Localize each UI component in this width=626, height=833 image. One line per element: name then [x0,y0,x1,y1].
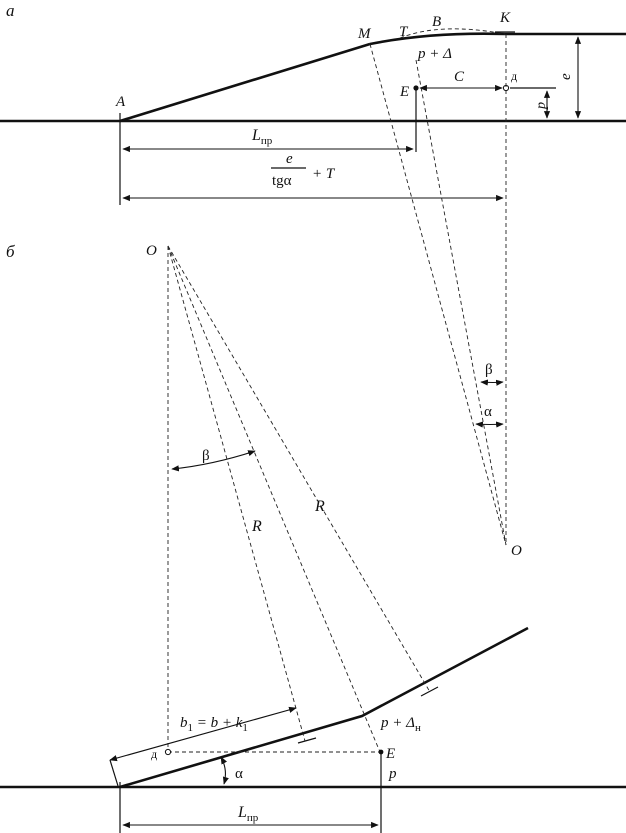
D-point-b [164,748,172,756]
point-T: T [399,24,409,40]
label-p-plus-delta-b: p + Δн [380,715,421,734]
label-e: e [558,73,574,80]
center-O-a: O [511,543,522,559]
point-E: E [399,84,409,100]
label-L-pr-a: Lпр [251,127,273,147]
panel-a-label: а [6,1,15,20]
tick-b-2 [420,686,439,697]
panel-b-label: б [6,242,15,261]
angle-arc-beta-a [480,379,504,386]
panel-a: а A M T B K p + Δ E д C [0,1,626,559]
label-p-plus-delta-a: p + Δ [417,46,452,62]
E-point-a [413,85,419,91]
label-beta-a: β [485,362,493,378]
ramp-line-a [119,42,371,123]
point-A: A [115,94,126,110]
label-alpha-a: α [484,404,492,420]
label-R1: R [251,518,262,535]
ramp-line-b [119,626,529,789]
radial-R1-dash [167,245,306,742]
label-p-a: p [534,102,549,110]
angle-arc-alpha-a [475,421,504,428]
frac-denominator: tgα [272,173,292,189]
label-R2: R [314,498,325,515]
radial-R3-dash [167,245,381,753]
label-D-b: д [151,747,157,761]
label-beta-b: β [202,448,210,464]
dim-b1 [109,706,297,762]
label-p-b: p [388,766,397,782]
label-L-pr-b: Lпр [237,804,259,824]
ext-slant-b [109,759,119,787]
center-O-b: O [146,243,157,259]
frac-numerator: e [286,151,293,167]
point-K: K [499,10,511,26]
label-C: C [454,69,465,85]
point-M: M [357,26,372,42]
point-B: B [432,14,441,30]
radial-R2-dash [167,245,431,693]
radial-dash-2 [415,59,507,546]
frac-plus-T: + T [312,166,336,182]
label-alpha-b: α [235,766,243,782]
dashed-tangent-a [399,28,506,39]
label-E-b: E [385,746,395,762]
transition-curve-a [369,32,506,46]
label-b1: b1 = b + k1 [180,715,248,734]
angle-arc-alpha-b [220,756,229,785]
radial-dash-1 [369,43,507,546]
point-D: д [511,69,517,83]
tick-b-1 [297,737,317,744]
panel-b: б O β R R b1 = b + k1 p + Δн д E p [0,242,626,833]
angle-arc-beta-b [171,450,256,472]
